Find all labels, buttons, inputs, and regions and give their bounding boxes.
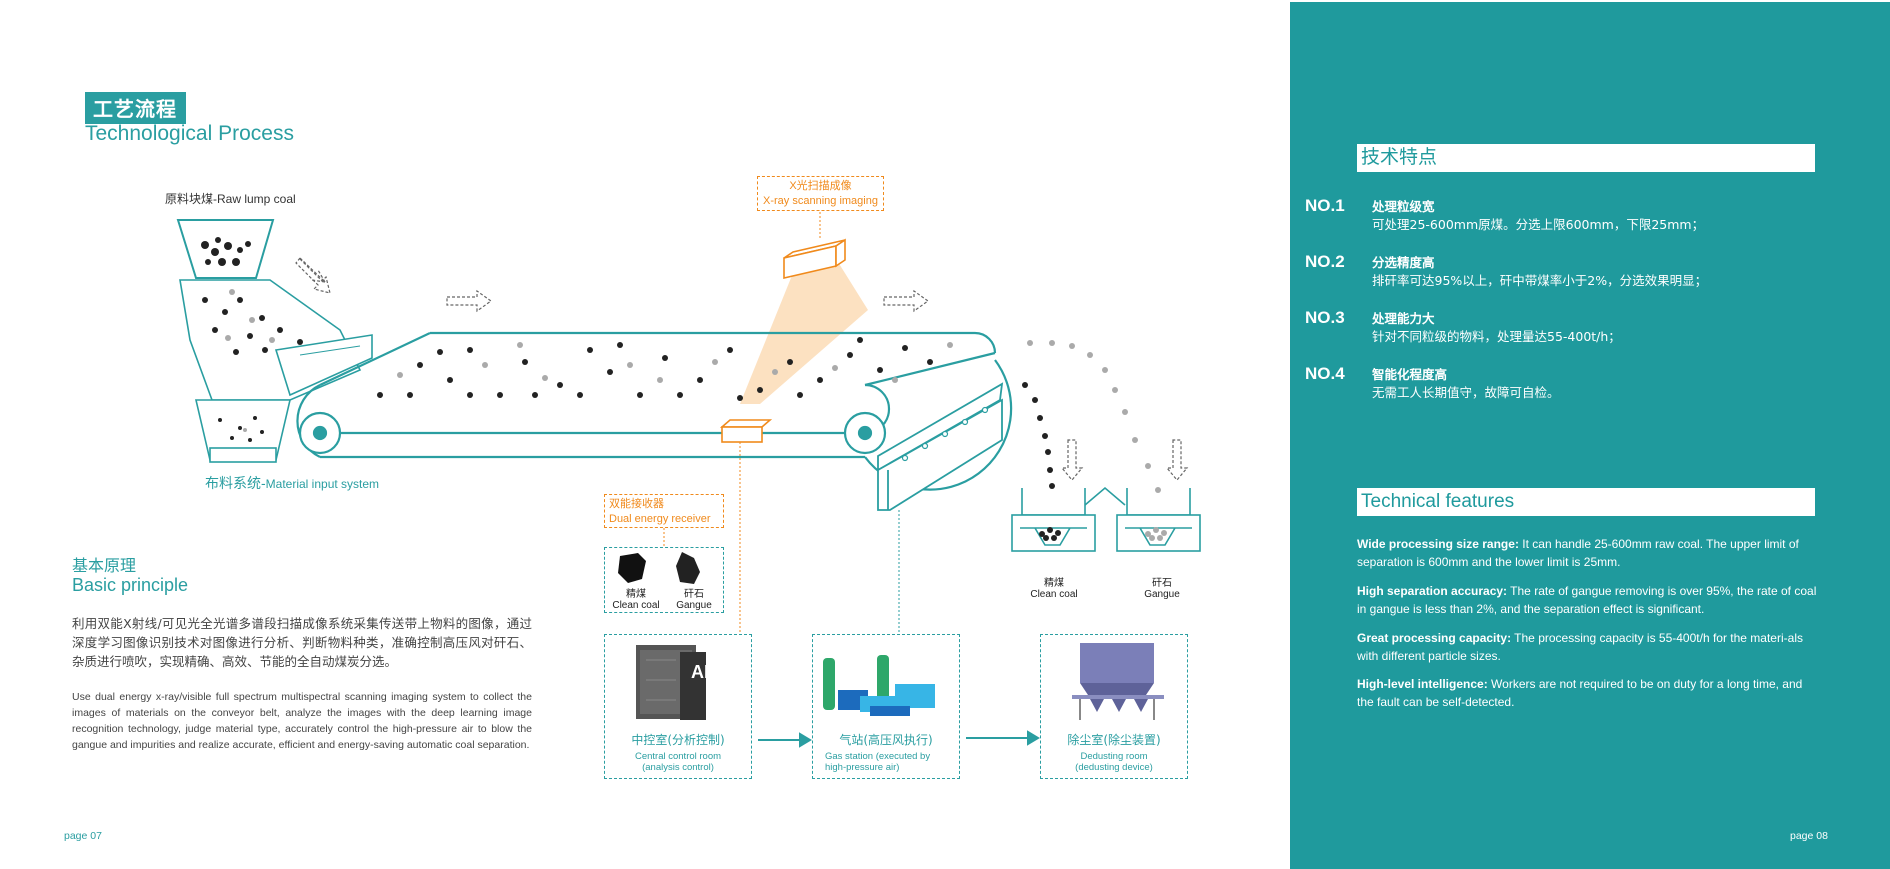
- station-label-en-line2: high-pressure air): [825, 762, 900, 773]
- control-room-illustration: [636, 645, 706, 720]
- xray-label: X光扫描成像 X-ray scanning imaging: [757, 176, 884, 211]
- xray-label-cn: X光扫描成像: [789, 180, 852, 192]
- air-nozzle-bar: [877, 382, 1004, 511]
- ai-badge-icon: AI: [691, 662, 709, 682]
- sample-caption-cn: 精煤: [626, 589, 646, 600]
- raw-coal-label: 原料块煤-Raw lump coal: [165, 192, 296, 206]
- sample-caption-cn: 矸石: [684, 589, 704, 600]
- station-arrows: [758, 730, 1040, 748]
- xray-label-en: X-ray scanning imaging: [763, 195, 878, 207]
- output-caption-en: Gangue: [1144, 589, 1180, 600]
- feature-number: NO.2: [1305, 252, 1345, 271]
- tech-features-title-en: Technical features: [1357, 488, 1815, 516]
- feature-en-desc: The processing capacity is 55-400t/h for…: [1357, 631, 1803, 663]
- output-bins: [1011, 486, 1201, 552]
- flow-arrows-dashed: [295, 256, 1189, 481]
- station-label-en: Gas station (executed by high-pressure a…: [813, 751, 959, 773]
- hopper-illustration: [176, 219, 373, 463]
- sample-caption-gangue: 矸石 Gangue: [664, 589, 724, 611]
- feature-number: NO.1: [1305, 196, 1345, 215]
- tech-features-title-cn: 技术特点: [1357, 144, 1815, 172]
- feature-en-title: Great processing capacity:: [1357, 631, 1512, 645]
- basic-principle-text-cn: 利用双能X射线/可见光全光谱多谱段扫描成像系统采集传送带上物料的图像，通过深度学…: [72, 616, 532, 669]
- dedusting-illustration: [1072, 643, 1164, 720]
- station-label-en-line1: Central control room: [634, 751, 722, 762]
- station-label-en-line1: Gas station (executed by: [825, 751, 931, 762]
- feature-en-4: High-level intelligence: Workers are not…: [1357, 675, 1819, 711]
- dual-energy-receiver: [719, 419, 773, 443]
- station-label-cn: 除尘室(除尘装置): [1067, 733, 1161, 747]
- basic-principle-title-cn: 基本原理: [72, 556, 137, 575]
- basic-principle-title-en: Basic principle: [72, 575, 189, 595]
- sample-caption-clean-coal: 精煤 Clean coal: [606, 589, 666, 611]
- station-control-room: 中控室(分析控制) Central control room (analysis…: [604, 634, 752, 779]
- station-label-cn: 中控室(分析控制): [631, 733, 725, 747]
- sample-gangue-icon: [676, 552, 700, 584]
- feature-title: 处理粒级宽: [1372, 199, 1435, 214]
- output-caption-cn: 矸石: [1152, 578, 1172, 589]
- station-label-en: Central control room (analysis control): [605, 751, 751, 773]
- material-input-label: 布料系统-Material input system: [205, 473, 379, 493]
- feature-en-desc: Workers are not required to be on duty f…: [1357, 677, 1803, 709]
- sample-caption-en: Gangue: [676, 600, 712, 611]
- material-input-label-en: Material input system: [265, 477, 380, 491]
- sample-clean-coal-icon: [618, 553, 646, 583]
- section-title-en: Technological Process: [85, 122, 294, 145]
- feature-title: 分选精度高: [1372, 255, 1435, 270]
- section-title-cn: 工艺流程: [85, 92, 186, 124]
- receiver-label: 双能接收器 Dual energy receiver: [604, 494, 724, 528]
- belt-coal: [377, 337, 933, 401]
- feature-desc: 排矸率可达95%以上，矸中带煤率小于2%，分选效果明显；: [1372, 273, 1708, 288]
- falling-coal: [1022, 382, 1055, 489]
- station-label-en: Dedusting room (dedusting device): [1041, 751, 1187, 773]
- material-input-label-cn: 布料系统-: [205, 475, 266, 491]
- station-label-cn: 气站(高压风执行): [839, 733, 933, 747]
- feature-title: 处理能力大: [1372, 311, 1435, 326]
- station-label-en-line1: Dedusting room: [1080, 751, 1148, 762]
- feature-en-1: Wide processing size range: It can handl…: [1357, 535, 1819, 571]
- output-caption-gangue: 矸石 Gangue: [1122, 578, 1202, 600]
- basic-principle-text-en: Use dual energy x-ray/visible full spect…: [72, 691, 532, 751]
- output-caption-cn: 精煤: [1044, 578, 1064, 589]
- receiver-label-cn: 双能接收器: [609, 498, 664, 510]
- receiver-label-en: Dual energy receiver: [609, 513, 711, 525]
- output-caption-clean-coal: 精煤 Clean coal: [1014, 578, 1094, 600]
- feature-en-desc: It can handle 25-600mm raw coal. The upp…: [1357, 537, 1799, 569]
- feature-en-title: High-level intelligence:: [1357, 677, 1488, 691]
- features-panel: 技术特点 NO.1 处理粒级宽 可处理25-600mm原煤。分选上限600mm，…: [1290, 2, 1890, 869]
- feature-number: NO.3: [1305, 308, 1345, 327]
- feature-desc: 无需工人长期值守，故障可自检。: [1372, 385, 1560, 400]
- feature-desc: 可处理25-600mm原煤。分选上限600mm，下限25mm；: [1372, 217, 1705, 232]
- feature-en-desc: The rate of gangue removing is over 95%,…: [1357, 584, 1817, 616]
- station-dedusting: 除尘室(除尘装置) Dedusting room (dedusting devi…: [1040, 634, 1188, 779]
- feature-desc: 针对不同粒级的物料，处理量达55-400t/h；: [1372, 329, 1621, 344]
- gas-station-illustration: [823, 655, 935, 716]
- station-label-en-line2: (dedusting device): [1075, 762, 1153, 773]
- xray-emitter: [783, 238, 846, 280]
- process-diagram: AI: [176, 212, 1201, 748]
- output-caption-en: Clean coal: [1030, 589, 1078, 600]
- feature-en-3: Great processing capacity: The processin…: [1357, 629, 1819, 665]
- feature-title: 智能化程度高: [1372, 367, 1448, 382]
- feature-en-2: High separation accuracy: The rate of ga…: [1357, 582, 1819, 618]
- page-number-right: page 08: [1790, 830, 1828, 842]
- station-gas: 气站(高压风执行) Gas station (executed by high-…: [812, 634, 960, 779]
- feature-en-title: Wide processing size range:: [1357, 537, 1519, 551]
- hopper-coal: [201, 237, 303, 442]
- page-number-left: page 07: [64, 830, 102, 842]
- feature-en-title: High separation accuracy:: [1357, 584, 1508, 598]
- sample-caption-en: Clean coal: [612, 600, 660, 611]
- station-label-en-line2: (analysis control): [642, 762, 714, 773]
- feature-number: NO.4: [1305, 364, 1345, 383]
- samples-box: [604, 547, 724, 613]
